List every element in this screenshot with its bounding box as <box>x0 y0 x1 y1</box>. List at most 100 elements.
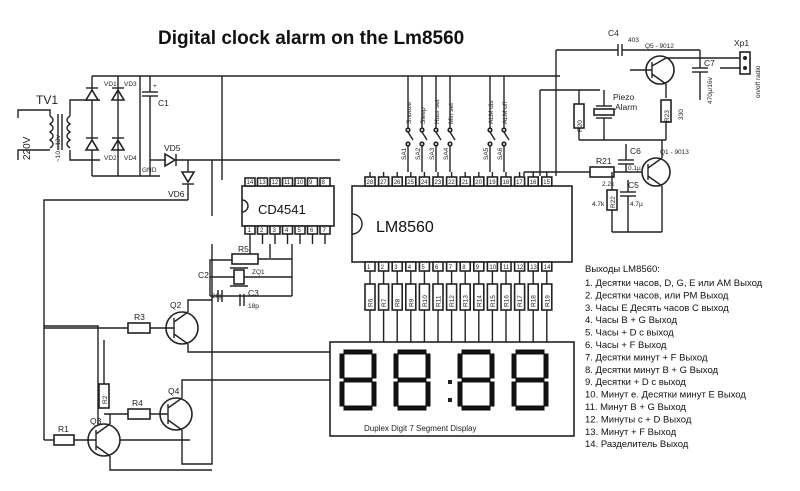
switch-contact <box>419 127 425 133</box>
connector-desc: on/off radio <box>755 65 762 98</box>
switch-lever <box>421 131 428 141</box>
c5-value: 4.7µ <box>630 201 643 208</box>
lm-top-pin-number: 25 <box>407 180 414 186</box>
legend-item: 3. Часы E Десять часов C выход <box>585 303 729 314</box>
r5-label: R5 <box>238 244 249 254</box>
segment-resistor-label: R18 <box>531 295 538 307</box>
transformer-primary-label: 220V <box>22 136 33 160</box>
switch-contact <box>447 141 453 147</box>
lm-bottom-pin-number: 13 <box>530 265 537 271</box>
r22-label: R22 <box>610 196 617 208</box>
cd-top-pin <box>294 177 306 187</box>
lm-bottom-pin-number: 3 <box>394 265 398 271</box>
switch-name: Hour set <box>434 99 441 124</box>
switch-name: ALM dis <box>488 100 495 124</box>
switch-lever <box>449 131 456 141</box>
legend-item: 4. Часы B + G Выход <box>585 315 677 326</box>
segment-resistor-label: R13 <box>463 295 470 307</box>
lm-bottom-pin-number: 1 <box>367 265 371 271</box>
segment-resistor-label: R16 <box>504 295 511 307</box>
switch-id: SA6 <box>497 147 504 160</box>
c4-value: 403 <box>628 37 639 44</box>
transformer: TV1 220V ~10...12v <box>17 93 100 162</box>
lm8560-chip: LM8560 <box>351 185 573 263</box>
cd-top-pin <box>281 177 294 187</box>
diodes-vd5-vd6: VD5 VD6 <box>150 143 340 200</box>
lm-bottom-pin-number: 7 <box>449 265 453 271</box>
q2-label: Q2 <box>170 300 182 310</box>
legend-item: 1. Десятки часов, D, G, E или AM Выход <box>585 278 763 289</box>
colon-top <box>448 380 452 384</box>
lm-top-pin-number: 27 <box>380 180 387 186</box>
vd6-label: VD6 <box>168 189 185 199</box>
legend-item: 9. Десятки + D с выход <box>585 377 686 388</box>
segment-resistor-label: R10 <box>422 295 429 307</box>
cd-top-pin <box>319 177 331 187</box>
cd-top-pin <box>306 177 319 187</box>
c3-label: C3 <box>248 288 259 298</box>
legend-item: 8. Десятки минут B + G Выход <box>585 365 719 376</box>
lm-top-pin-number: 24 <box>421 180 428 186</box>
switch-name: Snooze <box>406 102 413 124</box>
cd-top-pin-number: 11 <box>284 180 291 186</box>
lm-bottom-pin-number: 9 <box>476 265 480 271</box>
q5-label: Q5 - 9012 <box>645 43 674 50</box>
lm-bottom-pin-number: 5 <box>421 265 425 271</box>
segment-resistor-label: R11 <box>436 295 443 307</box>
r21-value: 2.2k <box>602 181 615 188</box>
transformer-label: TV1 <box>36 93 58 107</box>
capacitor-c1: + C1 GND <box>140 75 560 177</box>
r2-label: R2 <box>102 395 109 404</box>
lm-bottom-pin-number: 11 <box>503 265 510 271</box>
vd5-label: VD5 <box>164 143 181 153</box>
segment-resistor-label: R15 <box>490 295 497 307</box>
legend-item: 7. Десятки минут + F Выход <box>585 352 708 363</box>
oscillator-network: R5 ZQ1 C2 20p C3 18p <box>198 244 293 310</box>
switch-id: SA3 <box>429 147 436 160</box>
legend-item: 6. Часы + F Выход <box>585 340 667 351</box>
c4-label: C4 <box>608 28 619 38</box>
lm-bottom-pin-number: 10 <box>489 265 496 271</box>
switch-lever <box>489 131 496 141</box>
c5-label: C5 <box>628 180 639 190</box>
cd-bottom-pin-number: 2 <box>260 228 264 234</box>
lm-top-pin-number: 16 <box>530 180 537 186</box>
lm-bottom-pin-number: 2 <box>381 265 385 271</box>
r20-label: R20 <box>577 120 584 132</box>
lm-top-pin-number: 19 <box>489 180 496 186</box>
gnd-label: GND <box>142 167 157 174</box>
c6-label: C6 <box>630 146 641 156</box>
switch-contact <box>487 141 493 147</box>
cd-top-pin-number: 13 <box>259 180 266 186</box>
switch-id: SA5 <box>483 147 490 160</box>
lm-bottom-pin-number: 14 <box>544 265 551 271</box>
switch-contact <box>419 141 425 147</box>
segment-resistor-label: R19 <box>544 295 551 307</box>
diagram-title: Digital clock alarm on the Lm8560 <box>158 28 464 49</box>
radio-switch-stage: C4 403 Q5 - 9012 R23 330 C7 470µ/16v Xp1… <box>555 28 762 176</box>
q4-label: Q4 <box>168 386 180 396</box>
switch-contact <box>501 141 507 147</box>
lm-top-pin-number: 23 <box>435 180 442 186</box>
cd-top-pin <box>256 177 269 187</box>
q1-stage: R21 2.2k Q1 - 9013 C6 0.1µ R22 4.7k C5 4… <box>523 139 689 233</box>
q1-label: Q1 - 9013 <box>660 149 689 156</box>
switch-name: Min set <box>448 103 455 124</box>
lm-top-pin-number: 15 <box>543 180 550 186</box>
switch-name: Sleep <box>420 107 427 124</box>
seven-segment-display: Duplex Digit 7 Segment Display <box>329 341 575 437</box>
r4-label: R4 <box>132 398 143 408</box>
switch-contact <box>487 127 493 133</box>
lm-bottom-pin-number: 6 <box>435 265 439 271</box>
legend-item: 10. Минут е. Десятки минут E Выход <box>585 390 746 401</box>
switch-contact <box>405 141 411 147</box>
vd2-label: VD2 <box>104 155 117 162</box>
piezo-alarm: R20 Piezo Alarm <box>539 89 637 176</box>
switch-id: SA4 <box>443 147 450 160</box>
legend-list: 1. Десятки часов, D, G, E или AM Выход2.… <box>585 278 763 450</box>
switch-id: SA2 <box>415 147 422 160</box>
